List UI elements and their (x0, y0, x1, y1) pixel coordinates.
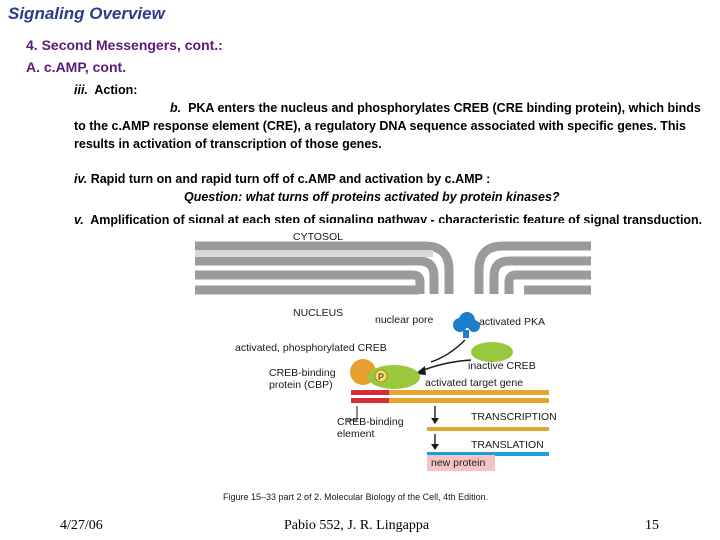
item-b-text: PKA enters the nucleus and phosphorylate… (74, 101, 701, 151)
footer-date: 4/27/06 (60, 518, 103, 533)
figure-caption: Figure 15–33 part 2 of 2. Molecular Biol… (223, 492, 488, 502)
item-v-prefix: v. (74, 213, 84, 227)
figure-diagram: CYTOSOL NUCLEUS nuclear pore activated P… (195, 231, 591, 502)
nuclear-envelope (195, 241, 591, 295)
item-iv-text: Rapid turn on and rapid turn off of c.AM… (90, 172, 491, 186)
section-heading: 4. Second Messengers, cont.: (26, 37, 223, 53)
item-b-prefix: b. (170, 101, 182, 115)
item-iii-prefix: iii. (74, 83, 88, 97)
nuclear-pore-label: nuclear pore (375, 314, 434, 326)
arrow-to-inactive (430, 339, 466, 363)
element-pointer (347, 406, 358, 421)
item-iii: iii. Action: (74, 81, 137, 99)
translation-arrow-head (431, 444, 439, 450)
cbp-label-2: protein (CBP) (269, 379, 333, 391)
footer-credit: Pabio 552, J. R. Lingappa (284, 518, 430, 533)
nucleus-label: NUCLEUS (293, 307, 343, 319)
item-iii-text: Action: (94, 83, 138, 97)
dna-strand (351, 390, 549, 403)
page-title: Signaling Overview (8, 4, 165, 23)
arrow-phosphorylation (418, 359, 472, 373)
transcription-arrow-head (431, 418, 439, 424)
new-protein-label: new protein (431, 457, 485, 469)
item-b: b. PKA enters the nucleus and phosphoryl… (74, 99, 704, 153)
cytosol-label: CYTOSOL (293, 231, 343, 243)
cbp-label-1: CREB-binding (269, 367, 336, 379)
page-number: 15 (645, 518, 659, 533)
creb-activation-figure: CYTOSOL NUCLEUS nuclear pore activated P… (186, 223, 595, 510)
translation-label: TRANSLATION (471, 439, 544, 451)
inactive-creb-label: inactive CREB (468, 360, 536, 372)
mrna (427, 427, 549, 431)
new-protein-box (427, 455, 495, 471)
creb-element-label-2: element (337, 428, 374, 440)
translation-bar (427, 452, 549, 456)
transcription-label: TRANSCRIPTION (471, 411, 557, 423)
creb-element-label-1: CREB-binding (337, 416, 404, 428)
subsection-heading: A. c.AMP, cont. (26, 59, 127, 75)
phosphate-icon (374, 369, 388, 383)
phosphate-label: P (378, 372, 384, 382)
activated-creb-label: activated, phosphorylated CREB (235, 342, 387, 354)
item-iv: iv. Rapid turn on and rapid turn off of … (74, 170, 704, 206)
activated-pka-shape (453, 312, 480, 338)
target-gene-label: activated target gene (425, 377, 523, 389)
activated-pka-label: activated PKA (479, 316, 545, 328)
item-iv-question: Question: what turns off proteins activa… (184, 190, 560, 204)
inactive-creb-shape (471, 342, 513, 362)
item-iv-prefix: iv. (74, 172, 88, 186)
